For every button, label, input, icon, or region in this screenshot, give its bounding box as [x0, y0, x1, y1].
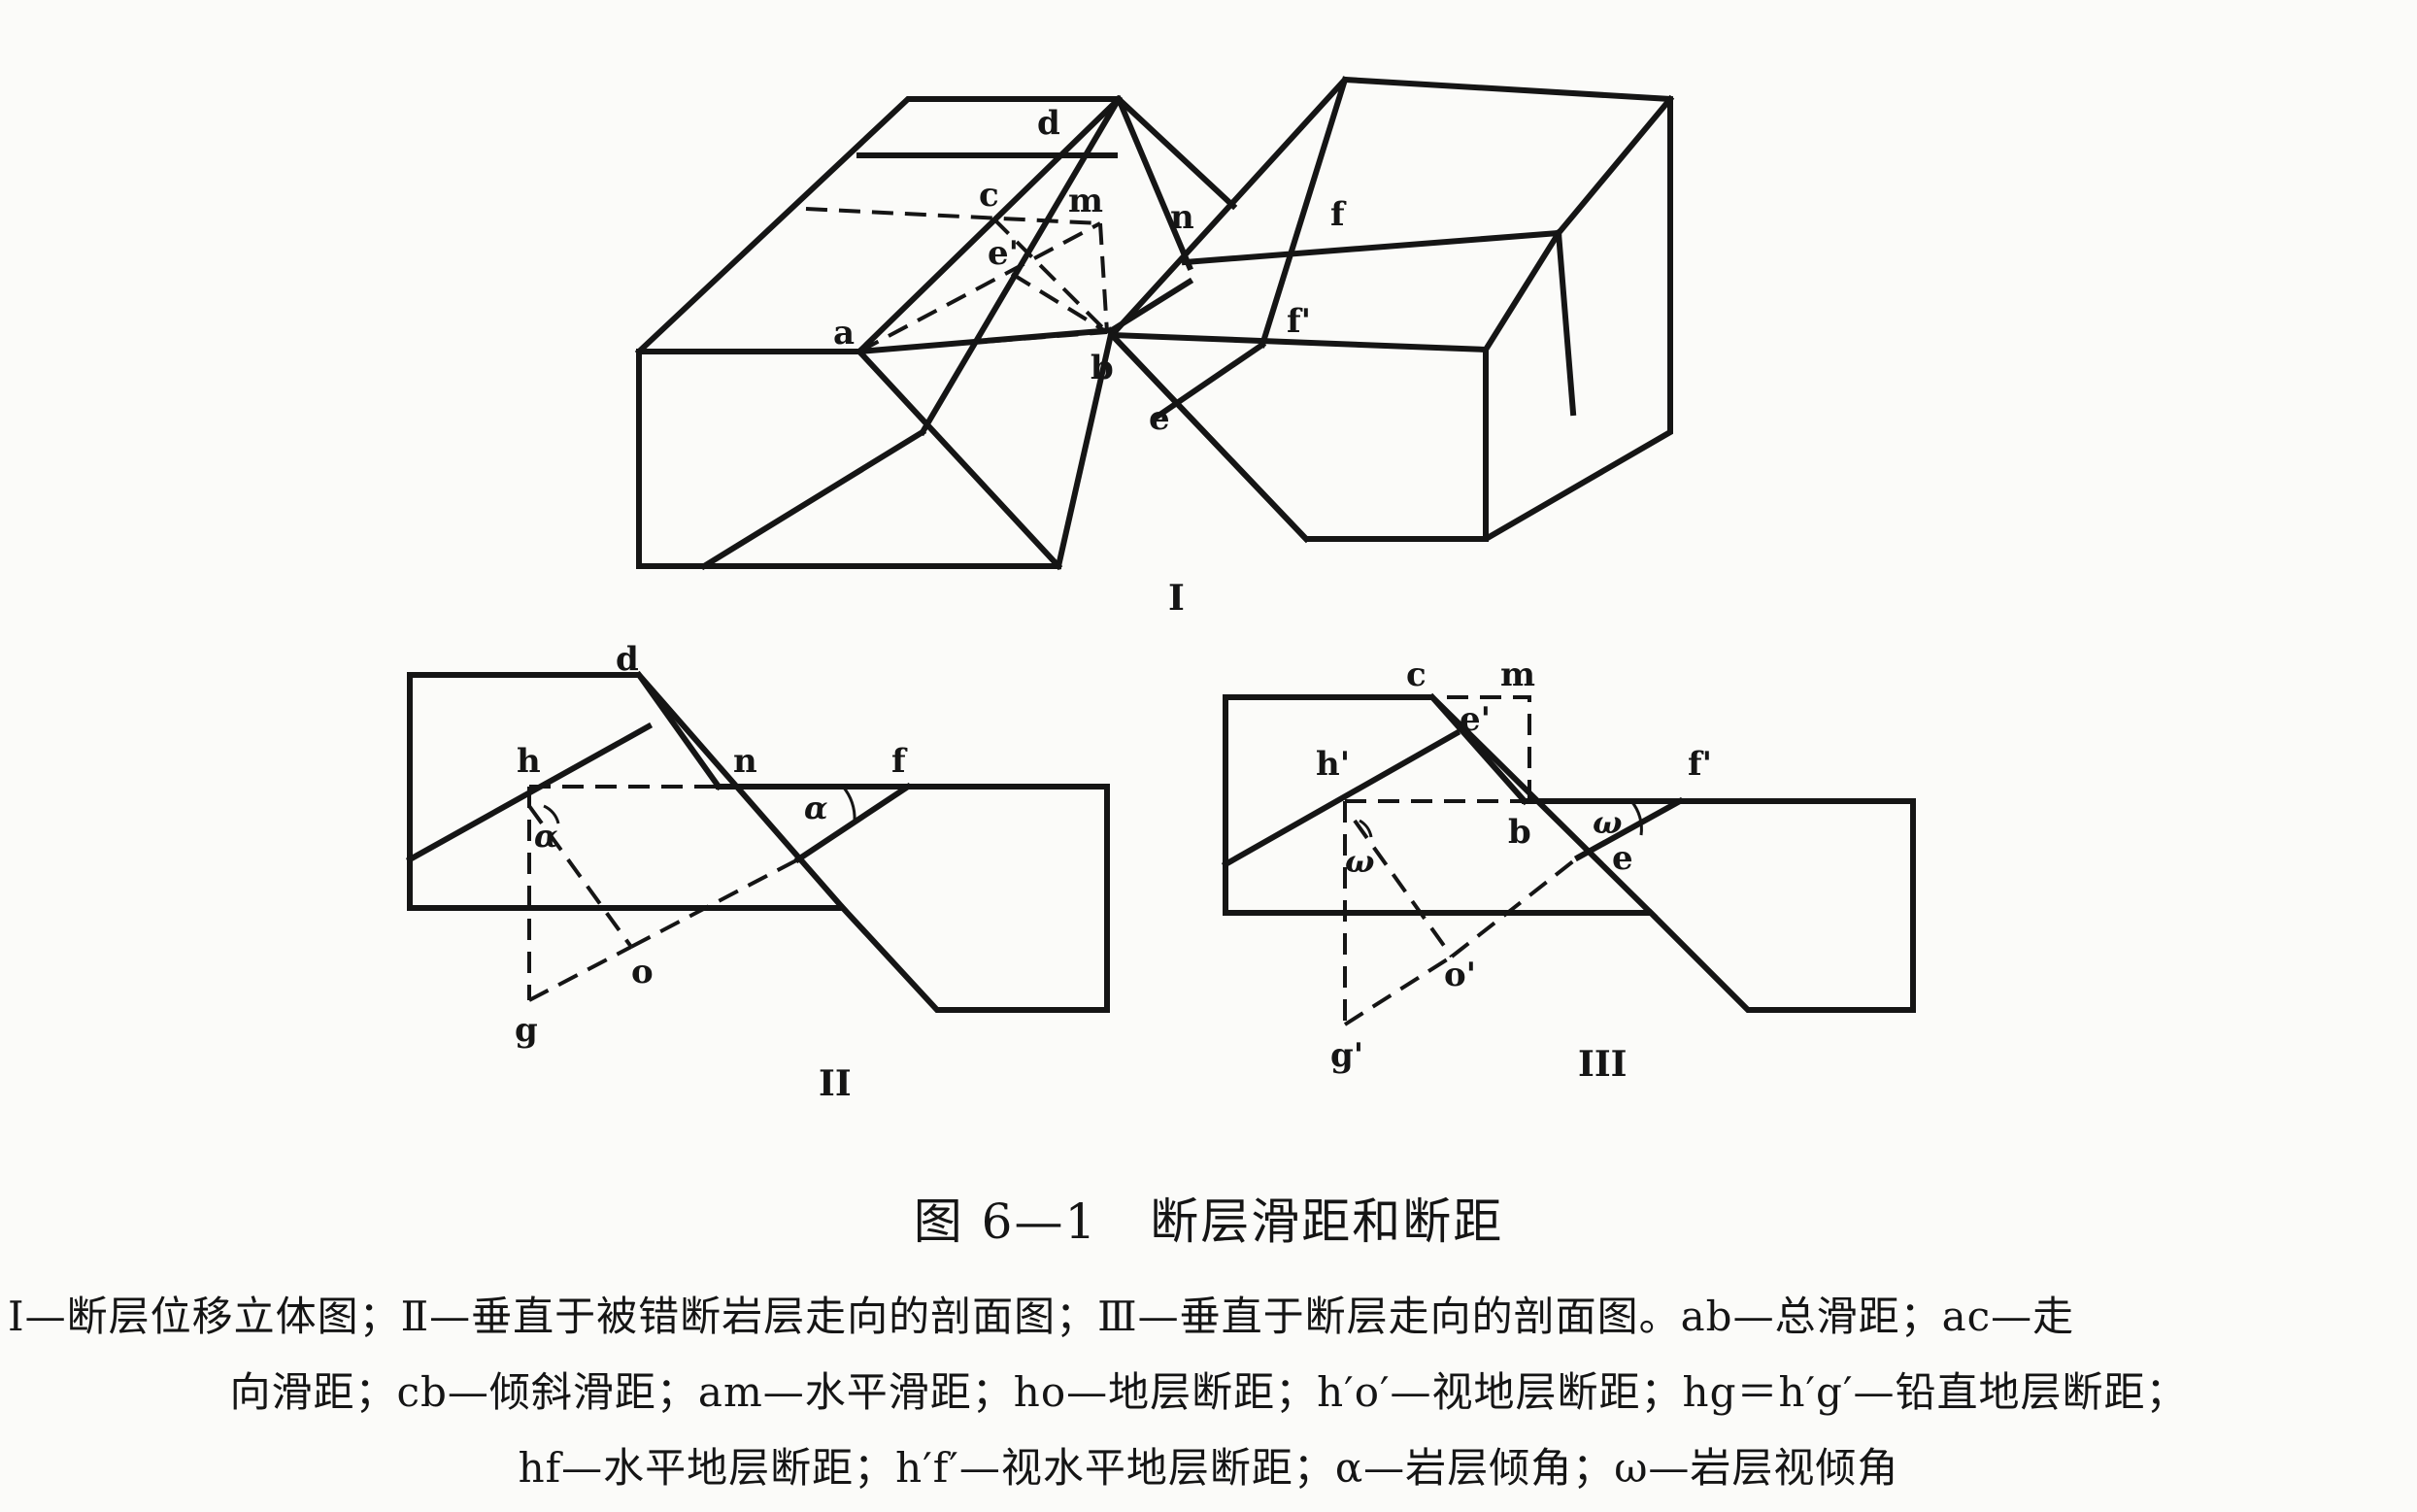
panel-1-right-block-top	[1181, 229, 1562, 266]
panel-2-bed-right	[793, 782, 913, 864]
panel-1-right-block-outline	[1107, 76, 1673, 542]
panel-2-label-alpha-right: α	[804, 790, 828, 826]
panel-2-dash-g-o	[528, 945, 632, 1002]
figure-caption: 图 6—1 断层滑距和断距	[0, 1183, 2417, 1253]
panel-2-dash-o-bed	[630, 857, 799, 949]
panel-2-label-g: g	[515, 1011, 538, 1050]
panel-3-label-h-prime: h'	[1316, 745, 1350, 784]
figure-legend-line-1: Ⅰ—断层位移立体图；Ⅱ—垂直于被错断岩层走向的剖面图；Ⅲ—垂直于断层走向的剖面图…	[8, 1293, 2075, 1340]
panel-3-cross-section: c m e' h' f' b ω e ω o' g' III	[1221, 655, 1916, 1085]
panel-1-block-diagram: d c m n e' f a b f' e I	[634, 76, 1675, 619]
panel-2-cross-section: d h n f α α o g II	[405, 640, 1110, 1104]
panel-1-fault-trace-front	[855, 347, 1063, 571]
panel-3-label-o-prime: o'	[1444, 956, 1476, 994]
figure-caption-title: 断层滑距和断距	[1150, 1193, 1504, 1250]
panel-3-label-m: m	[1500, 655, 1535, 694]
panel-1-right-inner-vertical	[1555, 229, 1577, 417]
panel-2-fault	[634, 670, 723, 791]
panel-1-label-e-prime: e'	[988, 234, 1019, 273]
panel-2-upper-block	[407, 672, 850, 911]
panel-3-dash-cm	[1447, 695, 1531, 801]
panel-1-label-e: e	[1149, 399, 1170, 438]
panel-3-omega-arc-right	[1629, 800, 1643, 836]
panel-1-label-c: c	[979, 176, 999, 215]
panel-3-label-e: e	[1612, 839, 1633, 878]
panel-3-lower-block	[1522, 798, 1916, 1013]
panel-1-top-edge-d	[1115, 95, 1193, 271]
panel-2-dash-h-o	[527, 804, 633, 949]
panel-3-dash-o-bed	[1450, 856, 1580, 958]
panel-3-bed-left	[1221, 728, 1461, 869]
panel-1-label-n: n	[1170, 198, 1194, 237]
panel-1-label-b: b	[1091, 349, 1114, 387]
panel-3-roman-numeral: III	[1578, 1044, 1628, 1085]
panel-3-dash-g-o	[1343, 955, 1454, 1026]
panel-3-label-f-prime: f'	[1688, 745, 1712, 784]
figure-caption-number: 图 6—1	[913, 1193, 1098, 1250]
panel-3-label-e-prime: e'	[1460, 700, 1491, 739]
panel-1-label-f-prime: f'	[1287, 302, 1311, 341]
panel-3-label-omega-left: ω	[1345, 843, 1374, 880]
panel-3-label-b: b	[1508, 813, 1531, 852]
panel-2-label-f: f	[891, 742, 908, 781]
panel-1-front-right-fault	[1055, 326, 1116, 570]
panel-2-label-alpha-left: α	[534, 818, 558, 855]
panel-1-right-front-top-edge	[1108, 331, 1490, 353]
panel-1-bed-left	[699, 427, 927, 571]
panel-1-roman-numeral: I	[1168, 578, 1185, 619]
panel-3-upper-block	[1223, 694, 1659, 916]
panel-1-label-f: f	[1330, 195, 1347, 234]
panel-1-right-front-corner	[1481, 228, 1563, 354]
panel-1-label-a: a	[833, 314, 855, 353]
figure-legend-line-2: 向滑距；cb—倾斜滑距；am—水平滑距；ho—地层断距；h′o′—视地层断距；h…	[229, 1368, 2188, 1416]
panel-1-dash-a-m	[858, 221, 1101, 353]
panel-2-lower-block	[716, 784, 1110, 1013]
panel-3-bed-right	[1573, 796, 1685, 862]
panel-1-left-block-body	[636, 349, 1061, 569]
panel-1-fault-plane-lower	[1107, 330, 1311, 544]
panel-1-label-m: m	[1068, 182, 1103, 220]
panel-2-alpha-arc-left	[543, 804, 560, 824]
panel-1-bed-f	[1259, 76, 1349, 349]
panel-3-omega-arc-left	[1359, 819, 1373, 838]
panel-1-label-d: d	[1037, 104, 1060, 143]
panel-1-left-block-outline	[634, 96, 1238, 356]
panel-1-dash-am	[805, 207, 1101, 225]
panel-1-right-top-edge	[1554, 94, 1675, 238]
panel-1-bed-f-front	[1151, 340, 1267, 422]
panel-3-fault	[1427, 692, 1529, 806]
panel-3-label-g-prime: g'	[1330, 1036, 1363, 1075]
panel-3-label-c: c	[1406, 655, 1427, 694]
panel-1-dash-c-b	[991, 217, 1109, 334]
panel-3-dash-h-o	[1353, 819, 1454, 958]
panel-1-dash-e-b	[1010, 272, 1109, 334]
panel-2-label-h: h	[517, 742, 541, 781]
figure-legend-line-3: hf—水平地层断距；h′f′—视水平地层断距；α—岩层倾角；ω—岩层视倾角	[518, 1444, 1899, 1492]
panel-2-label-d: d	[616, 640, 639, 679]
panel-2-roman-numeral: II	[819, 1063, 852, 1104]
panel-1-fault-trace-upper	[855, 94, 1124, 356]
panel-2-alpha-arc-right	[841, 786, 856, 822]
panel-3-label-omega-right: ω	[1593, 804, 1622, 841]
panel-1-dash-m-b	[1098, 222, 1109, 333]
panel-1-dash-ab	[858, 330, 1108, 353]
panel-2-label-o: o	[631, 953, 654, 991]
panel-2-label-n: n	[733, 742, 757, 781]
